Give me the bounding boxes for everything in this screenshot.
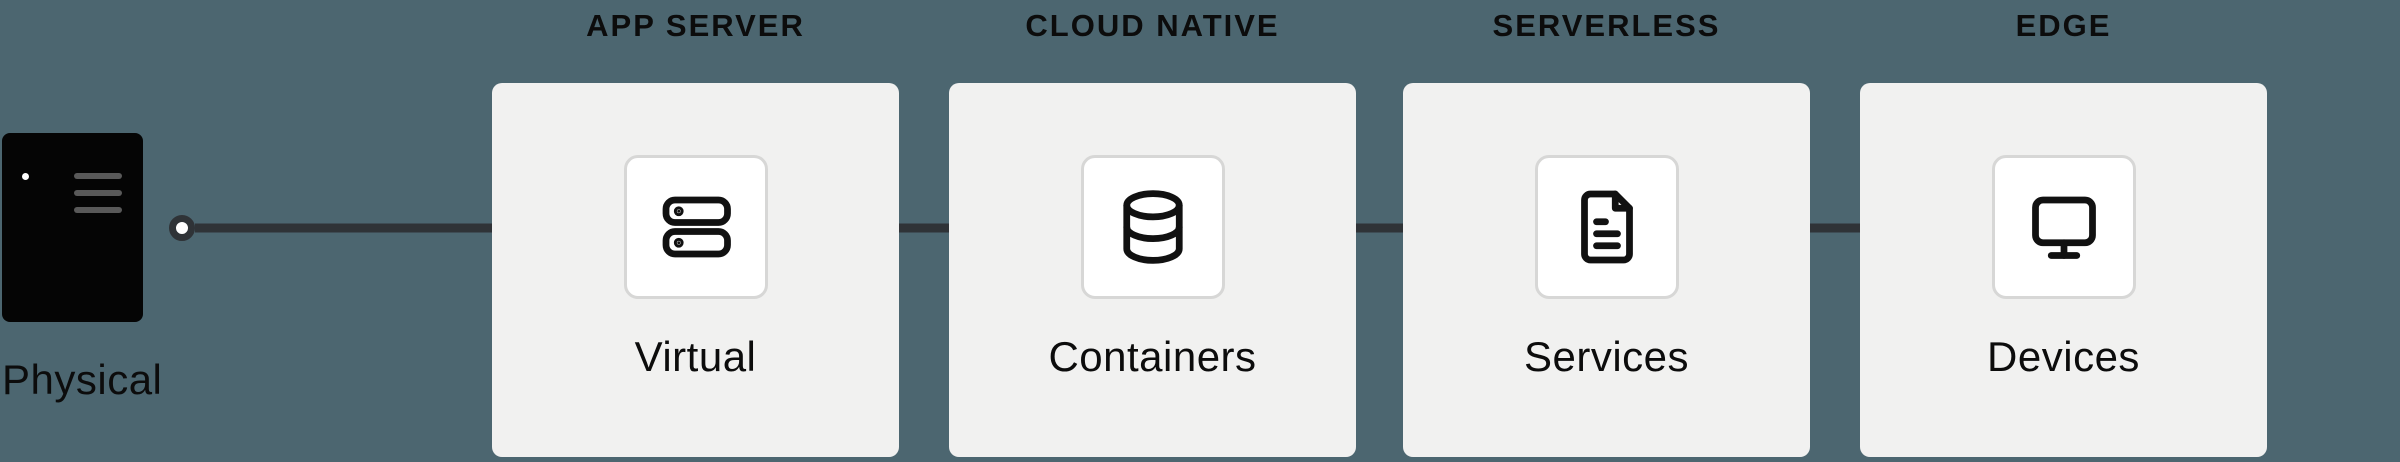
stage-header-serverless: SERVERLESS (1492, 8, 1721, 43)
physical-label: Physical (2, 356, 163, 403)
stage-label: Services (1523, 333, 1690, 380)
stage-card-virtual: Virtual (492, 83, 899, 457)
vent-slot-icon (74, 207, 122, 213)
vent-slot-icon (74, 173, 122, 179)
stage-card-containers: Containers (949, 83, 1356, 457)
server-tower-icon (2, 133, 143, 322)
stage-header-app-server: APP SERVER (586, 8, 805, 43)
stage-label: Devices (1987, 333, 2140, 380)
stage-card-devices: Devices (1860, 83, 2267, 457)
vent-slot-icon (74, 190, 122, 196)
document-icon (1534, 155, 1679, 299)
database-icon (1080, 155, 1225, 299)
server-rack-icon (623, 155, 768, 299)
power-led-icon (22, 173, 29, 180)
stage-card-services: Services (1403, 83, 1810, 457)
stage-header-edge: EDGE (2015, 8, 2112, 43)
monitor-icon (1991, 155, 2136, 299)
stage-label: Virtual (634, 333, 757, 380)
stage-label: Containers (1048, 333, 1257, 380)
stage-header-cloud-native: CLOUD NATIVE (1025, 8, 1280, 43)
